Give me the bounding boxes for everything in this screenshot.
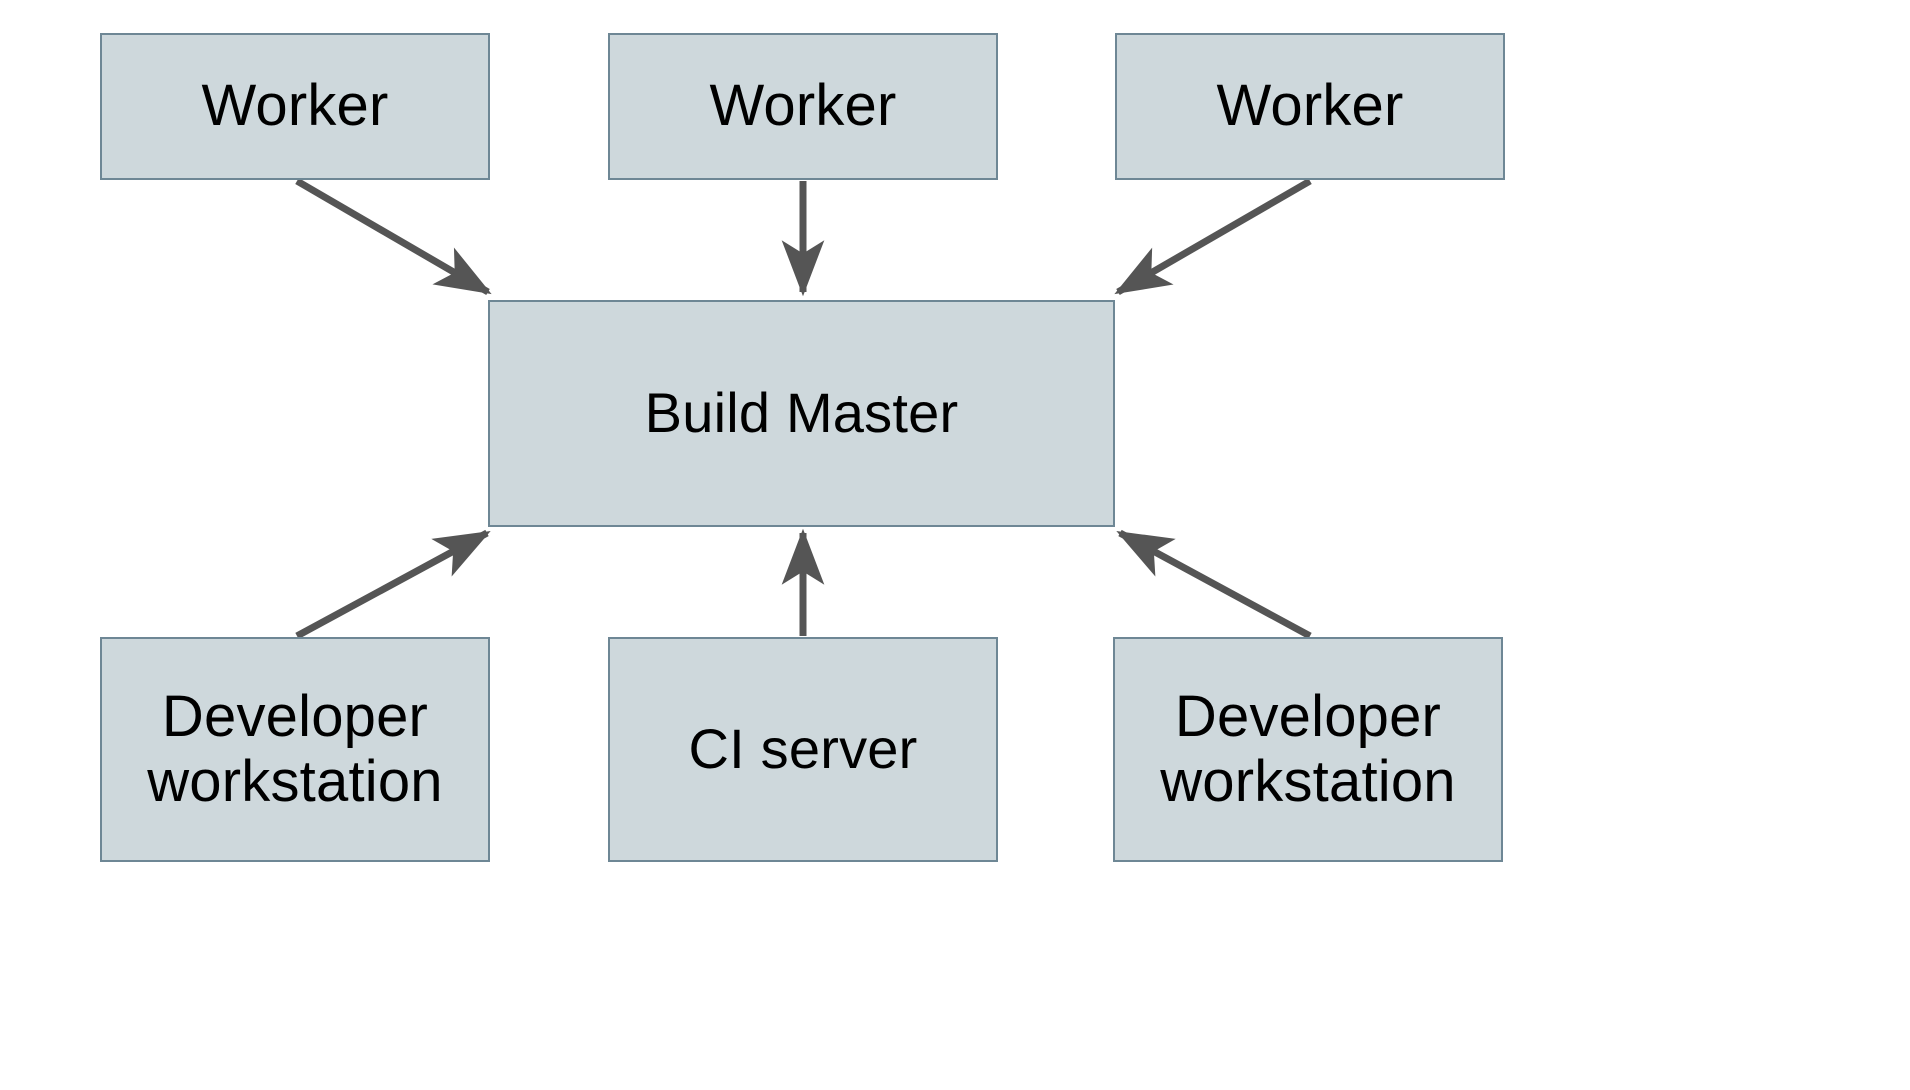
node-ci-server[interactable]: CI server: [608, 637, 998, 862]
node-worker-2-label: Worker: [709, 73, 897, 139]
node-developer-workstation-right-label: Developer workstation: [1160, 683, 1456, 814]
node-ci-server-label: CI server: [688, 717, 918, 781]
node-build-master-label: Build Master: [644, 381, 959, 445]
node-worker-3-label: Worker: [1216, 73, 1404, 139]
node-developer-workstation-right[interactable]: Developer workstation: [1113, 637, 1503, 862]
node-build-master[interactable]: Build Master: [488, 300, 1115, 527]
node-developer-workstation-left[interactable]: Developer workstation: [100, 637, 490, 862]
node-worker-2[interactable]: Worker: [608, 33, 998, 180]
edge-worker-1-to-build-master: [295, 177, 492, 296]
edge-worker-3-to-build-master: [1114, 177, 1312, 296]
node-worker-1[interactable]: Worker: [100, 33, 490, 180]
edge-dev-right-to-build-master: [1116, 529, 1312, 640]
edge-dev-left-to-build-master: [295, 529, 491, 640]
node-worker-3[interactable]: Worker: [1115, 33, 1505, 180]
node-developer-workstation-left-label: Developer workstation: [147, 683, 443, 814]
node-worker-1-label: Worker: [201, 73, 389, 139]
